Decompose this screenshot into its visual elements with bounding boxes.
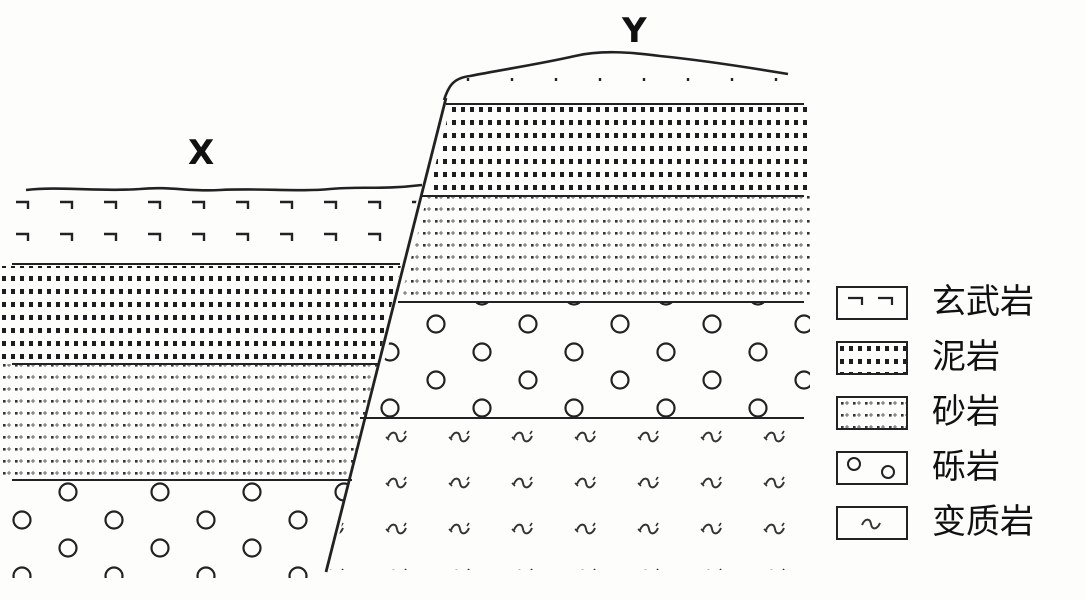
- metamorphic-swatch: [836, 506, 908, 540]
- right-metamorphic-layer: [330, 418, 810, 570]
- legend-label-mudstone: 泥岩: [932, 337, 1000, 377]
- legend-item-mudstone: 泥岩: [836, 337, 1076, 392]
- legend-label-metamorphic: 变质岩: [932, 502, 1034, 542]
- left-basalt-layer: [0, 198, 420, 264]
- fault-line: [324, 97, 448, 573]
- label-y: Y: [621, 11, 647, 51]
- label-x: X: [188, 133, 214, 173]
- layer-boundaries: [12, 103, 804, 481]
- conglomerate-swatch: [836, 451, 908, 485]
- legend-item-conglomerate: 砾岩: [836, 447, 1076, 502]
- legend-item-basalt: 玄武岩: [836, 282, 1076, 337]
- left-sandstone-layer: [0, 364, 420, 480]
- legend-item-metamorphic: 变质岩: [836, 502, 1076, 557]
- left-mudstone-layer: [0, 266, 420, 362]
- legend-label-basalt: 玄武岩: [932, 282, 1034, 322]
- legend-label-conglomerate: 砾岩: [932, 447, 1000, 487]
- legend-item-sandstone: 砂岩: [836, 392, 1076, 447]
- mudstone-swatch: [836, 341, 908, 375]
- legend-label-sandstone: 砂岩: [932, 392, 1000, 432]
- right-mudstone-layer: [330, 104, 810, 196]
- sandstone-swatch: [836, 396, 908, 430]
- left-ground-surface: [25, 183, 423, 192]
- legend: 玄武岩 泥岩 砂岩 砾岩 变质岩: [836, 282, 1076, 557]
- right-ground-surface: [442, 50, 789, 101]
- right-conglomerate-layer: [330, 302, 810, 418]
- right-basalt-layer: [330, 78, 810, 104]
- basalt-swatch: [836, 286, 908, 320]
